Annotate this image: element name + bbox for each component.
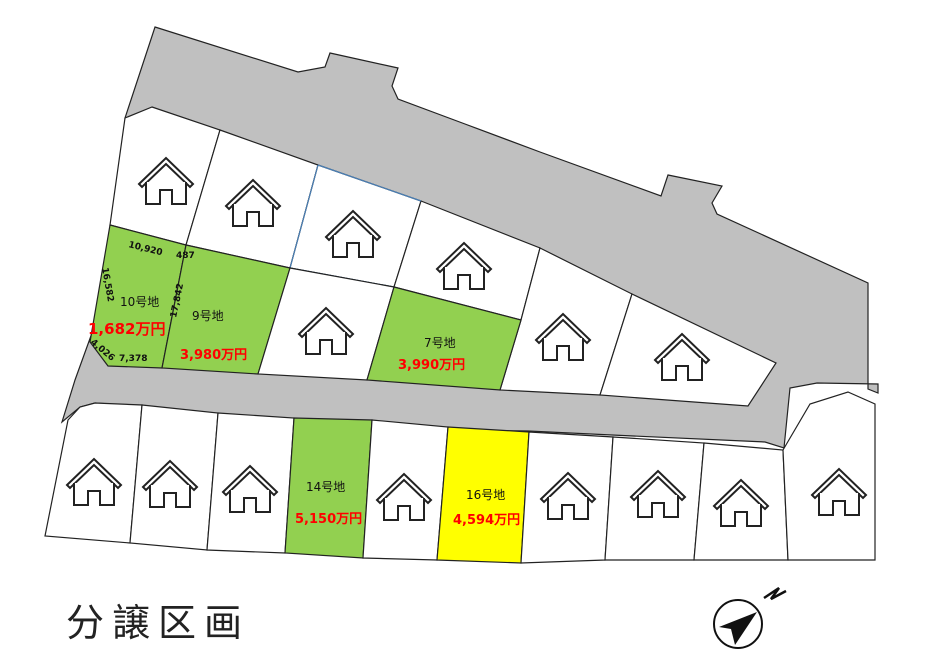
lot-9-price: 3,980万円 [180, 348, 247, 363]
house-icon [297, 306, 355, 355]
house-icon [653, 332, 711, 381]
house-icon [324, 209, 382, 258]
lot-sold-bottom-3 [206, 412, 295, 554]
house-icon [141, 459, 199, 508]
house-icon [65, 457, 123, 506]
house-icon [375, 472, 433, 521]
house-icon [224, 178, 282, 227]
house-icon [539, 471, 597, 520]
dim-bottom: 7,378 [119, 354, 147, 364]
lot-sold-bottom-8 [782, 391, 876, 561]
lot-9-name: 9号地 [192, 309, 224, 323]
house-icon [534, 312, 592, 361]
lot-7-price: 3,990万円 [398, 358, 465, 373]
lot-sold-bottom-2 [129, 404, 219, 551]
dim-corner-top-right: 487 [176, 251, 195, 261]
house-icon [629, 469, 687, 518]
house-icon [810, 467, 868, 516]
lot-sold-bottom-4 [362, 419, 449, 561]
north-arrow-icon [713, 586, 787, 649]
lot-10-name: 10号地 [120, 295, 159, 309]
house-icon [435, 241, 493, 290]
lot-10-price: 1,682万円 [88, 320, 165, 338]
lot-sold-bottom-7 [693, 442, 789, 561]
lot-10[interactable] [89, 224, 187, 369]
lot-16-name: 16号地 [466, 488, 505, 502]
lot-7-name: 7号地 [424, 336, 456, 350]
house-icons [65, 156, 868, 527]
page-title: 分譲区画 [66, 601, 251, 645]
lot-7[interactable] [366, 286, 522, 391]
lot-16-price: 4,594万円 [453, 513, 520, 528]
lot-14-price: 5,150万円 [295, 512, 362, 527]
house-icon [712, 478, 770, 527]
house-icon [221, 464, 279, 513]
lot-sold-mid-right-2 [599, 293, 777, 407]
lot-sold-bottom-1 [44, 402, 143, 544]
lot-14-name: 14号地 [306, 480, 345, 494]
house-icon [137, 156, 195, 205]
